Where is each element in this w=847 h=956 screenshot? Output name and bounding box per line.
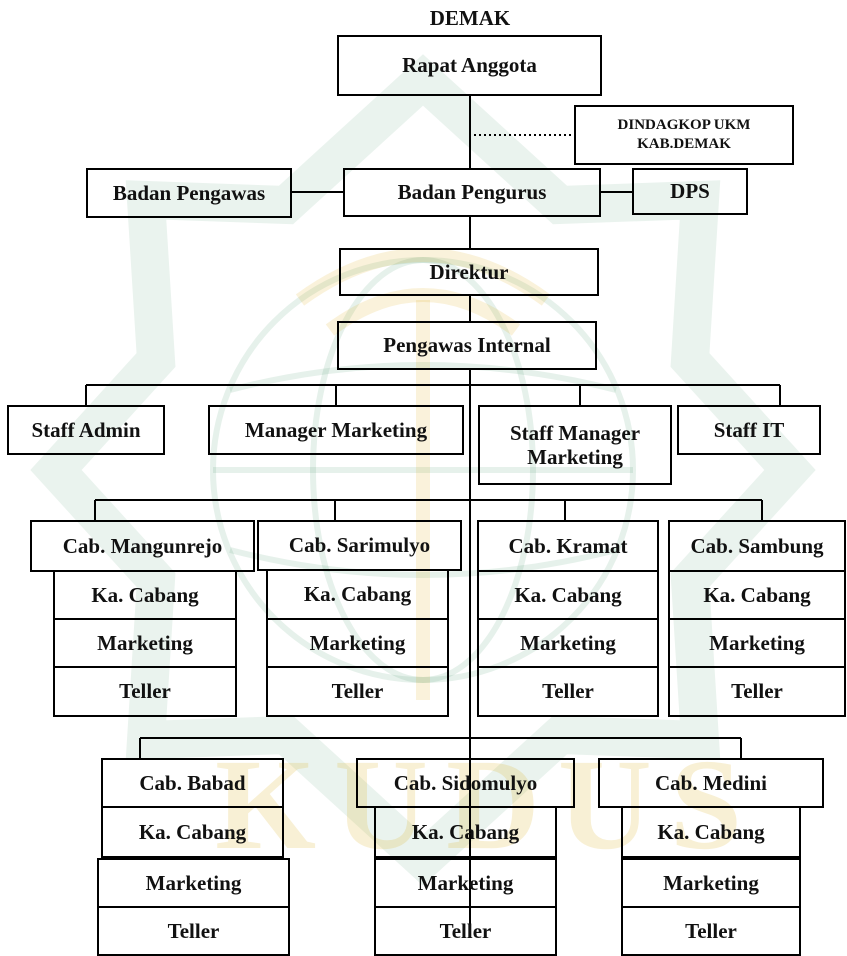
branch-babad-teller: Teller xyxy=(97,906,290,956)
branch-sambung-marketing: Marketing xyxy=(668,618,846,668)
manager-marketing-box: Manager Marketing xyxy=(208,405,464,455)
staff-it-box: Staff IT xyxy=(677,405,821,455)
branch-babad-name: Cab. Babad xyxy=(101,758,284,808)
branch-mangunrejo-head: Ka. Cabang xyxy=(53,570,237,620)
badan-pengawas-box: Badan Pengawas xyxy=(86,168,292,218)
branch-sidomulyo-marketing: Marketing xyxy=(374,858,557,908)
branch-sambung-name: Cab. Sambung xyxy=(668,520,846,572)
branch-kramat-teller: Teller xyxy=(477,666,659,717)
dindagkop-line-2: KAB.DEMAK xyxy=(637,136,731,152)
branch-sambung-teller: Teller xyxy=(668,666,846,717)
branch-sarimulyo-teller: Teller xyxy=(266,666,449,717)
branch-sidomulyo-teller: Teller xyxy=(374,906,557,956)
staff-manager-marketing-line-1: Staff Manager xyxy=(509,420,641,445)
staff-manager-marketing-box: Staff Manager Marketing xyxy=(478,405,672,485)
branch-kramat-name: Cab. Kramat xyxy=(477,520,659,572)
watermark-text: KUDUS xyxy=(215,733,761,877)
branch-babad-marketing: Marketing xyxy=(97,858,290,908)
branch-kramat-marketing: Marketing xyxy=(477,618,659,668)
dindagkop-ukm-box: DINDAGKOP UKM KAB.DEMAK xyxy=(574,105,794,165)
branch-mangunrejo-marketing: Marketing xyxy=(53,618,237,668)
branch-medini-head: Ka. Cabang xyxy=(621,806,801,858)
branch-mangunrejo-name: Cab. Mangunrejo xyxy=(30,520,255,572)
chart-heading: DEMAK xyxy=(429,6,511,30)
branch-sidomulyo-head: Ka. Cabang xyxy=(374,806,557,858)
rapat-anggota-box: Rapat Anggota xyxy=(337,35,602,96)
staff-admin-box: Staff Admin xyxy=(7,405,165,455)
branch-medini-name: Cab. Medini xyxy=(598,758,824,808)
branch-sidomulyo-name: Cab. Sidomulyo xyxy=(356,758,575,808)
branch-babad-head: Ka. Cabang xyxy=(101,806,284,858)
branch-mangunrejo-teller: Teller xyxy=(53,666,237,717)
staff-manager-marketing-line-2: Marketing xyxy=(527,445,623,469)
pengawas-internal-box: Pengawas Internal xyxy=(337,321,597,370)
dps-box: DPS xyxy=(632,168,748,215)
branch-medini-marketing: Marketing xyxy=(621,858,801,908)
branch-kramat-head: Ka. Cabang xyxy=(477,570,659,620)
branch-sarimulyo-marketing: Marketing xyxy=(266,618,449,668)
branch-medini-teller: Teller xyxy=(621,906,801,956)
branch-sarimulyo-head: Ka. Cabang xyxy=(266,569,449,620)
branch-sambung-head: Ka. Cabang xyxy=(668,570,846,620)
direktur-box: Direktur xyxy=(339,248,599,296)
badan-pengurus-box: Badan Pengurus xyxy=(343,168,601,217)
dindagkop-line-1: DINDAGKOP UKM xyxy=(617,117,751,134)
branch-sarimulyo-name: Cab. Sarimulyo xyxy=(257,520,462,571)
